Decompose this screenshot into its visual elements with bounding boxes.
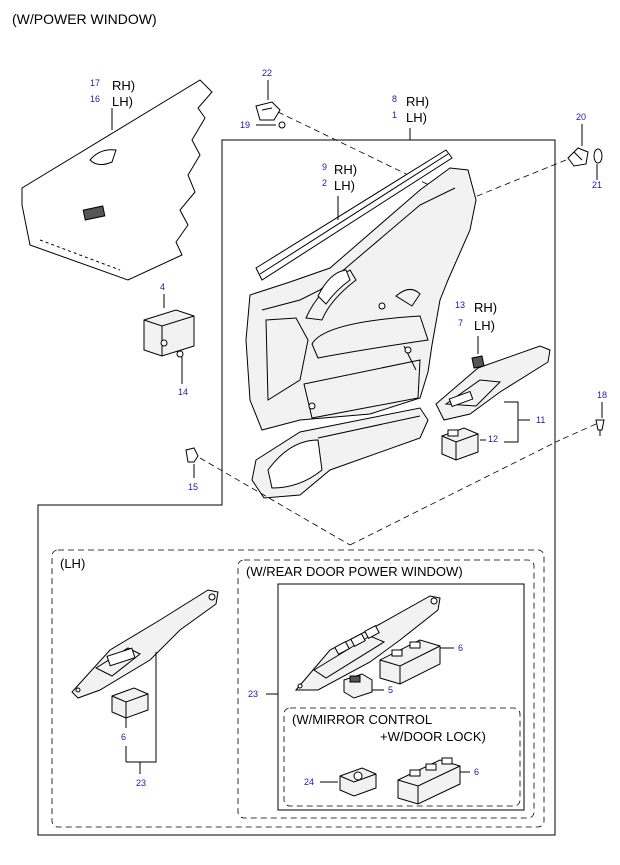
callout-5: 5 (388, 685, 393, 695)
screw-part-19 (278, 121, 286, 129)
screw-part-14 (176, 350, 184, 358)
callout-14: 14 (178, 387, 188, 397)
switch-part-5 (343, 673, 373, 699)
label-rh-13: RH) (474, 300, 497, 315)
callout-23-lh: 23 (136, 778, 146, 788)
callout-19: 19 (240, 120, 250, 130)
label-lh-1: LH) (406, 110, 427, 125)
callout-11: 11 (536, 415, 545, 425)
clip-part-22 (255, 101, 281, 121)
screw-part-18 (595, 419, 605, 436)
callout-6-mirror: 6 (474, 767, 479, 777)
mirror-label-line1: (W/MIRROR CONTROL (292, 712, 432, 727)
rear-door-label: (W/REAR DOOR POWER WINDOW) (246, 564, 463, 579)
callout-16: 16 (90, 94, 100, 104)
callout-23-rear: 23 (248, 689, 258, 699)
callout-17: 17 (90, 78, 100, 88)
callout-18: 18 (597, 390, 607, 400)
callout-9: 9 (322, 162, 327, 172)
callout-7: 7 (458, 318, 463, 328)
armrest-switch-panel-part-11 (435, 345, 551, 421)
label-lh-7: LH) (474, 318, 495, 333)
switch-part-12 (441, 427, 479, 461)
diagram-title: (W/POWER WINDOW) (12, 11, 157, 27)
label-lh-2: LH) (334, 178, 355, 193)
callout-2: 2 (322, 178, 327, 188)
label-lh-16: LH) (112, 94, 133, 109)
rear-door-inner-frame (277, 583, 525, 811)
callout-15: 15 (188, 482, 198, 492)
callout-6-lh: 6 (121, 732, 126, 742)
door-trim-panel (245, 167, 477, 431)
clip-part-15 (185, 447, 199, 463)
callout-24: 24 (304, 777, 314, 787)
lh-switch-panel-part-23 (71, 589, 219, 699)
speaker-box-part-4 (143, 309, 195, 357)
mirror-control-box (283, 707, 521, 807)
trim-panel-cover (21, 79, 213, 281)
label-rh-8: RH) (406, 94, 429, 109)
callout-22: 22 (262, 68, 272, 78)
callout-1: 1 (392, 110, 397, 120)
main-frame (37, 139, 556, 836)
lh-box-label: (LH) (60, 556, 85, 571)
lh-box (51, 549, 545, 828)
rear-switch-panel (294, 595, 441, 691)
lock-switch-part-6 (397, 757, 461, 805)
label-rh-17: RH) (112, 78, 135, 93)
callout-8: 8 (392, 94, 397, 104)
mirror-switch-part-24 (339, 767, 377, 797)
callout-4: 4 (160, 282, 165, 292)
lh-switch-part-6 (111, 687, 149, 719)
callout-21: 21 (592, 180, 602, 190)
rear-switch-part-6 (379, 639, 441, 685)
callout-12: 12 (488, 434, 498, 444)
weatherstrip-part-2 (255, 149, 453, 281)
callout-13: 13 (455, 300, 465, 310)
fastener-part-20 (567, 147, 589, 167)
callout-6-rear: 6 (458, 643, 463, 653)
callout-20: 20 (576, 112, 586, 122)
rear-door-box (237, 559, 535, 819)
label-rh-9: RH) (334, 162, 357, 177)
mirror-label-line2: +W/DOOR LOCK) (380, 729, 486, 744)
ring-part-21 (593, 148, 603, 164)
door-pocket-panel (251, 407, 429, 499)
